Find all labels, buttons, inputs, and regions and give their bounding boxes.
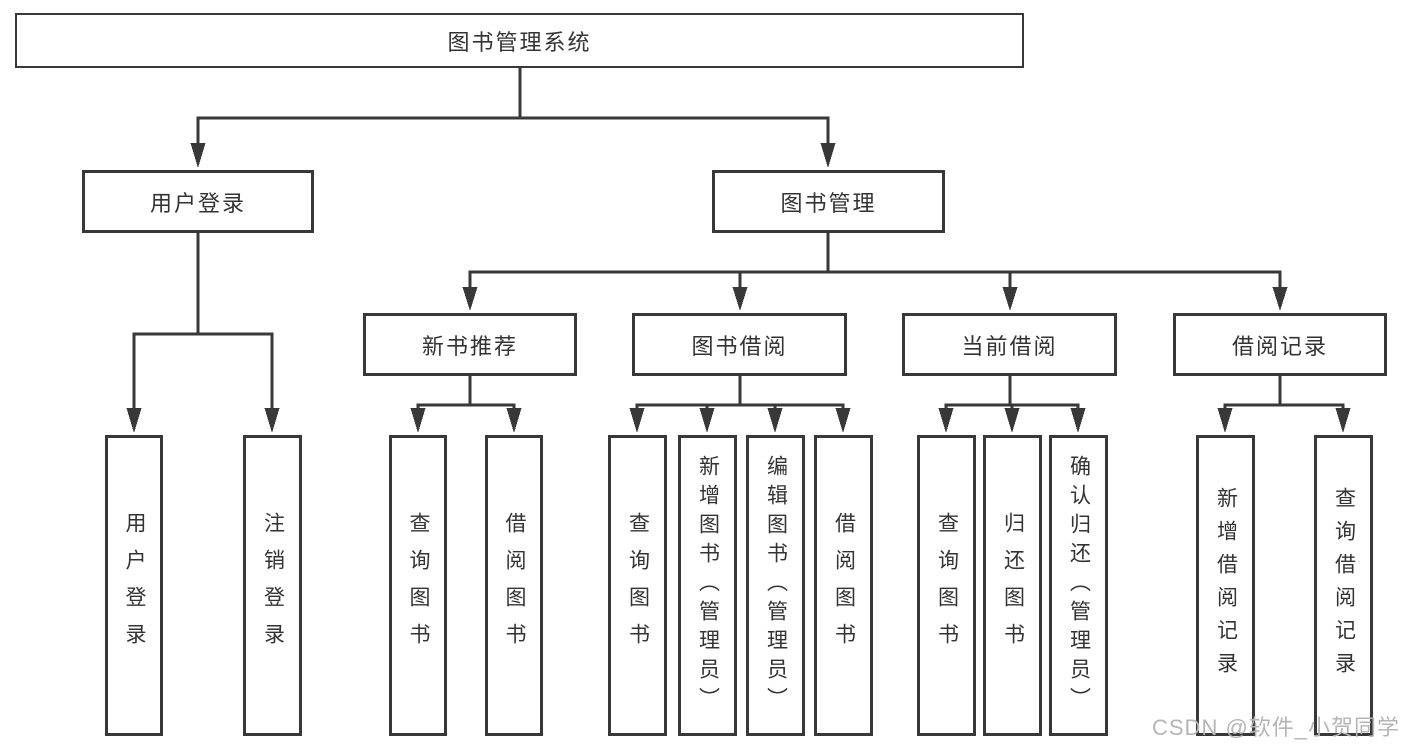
leaf-confirm-return-admin: 确认归还（管理员） <box>1049 435 1108 736</box>
leaf-borrow-books-recommend: 借阅图书 <box>485 435 543 736</box>
leaf-add-borrow-record: 新增借阅记录 <box>1196 435 1255 736</box>
leaf-query-books-recommend: 查询图书 <box>389 435 447 736</box>
node-current-borrowing: 当前借阅 <box>902 313 1117 376</box>
leaf-borrow-books-borrowing: 借阅图书 <box>814 435 873 736</box>
node-book-management: 图书管理 <box>712 170 945 233</box>
leaf-user-login: 用户登录 <box>105 435 163 736</box>
node-new-book-recommendation: 新书推荐 <box>363 313 577 376</box>
arrowheads <box>126 143 1351 433</box>
node-borrowing-records: 借阅记录 <box>1173 313 1387 376</box>
node-user-login: 用户登录 <box>82 170 314 233</box>
watermark-text: CSDN @软件_小贺同学 <box>1152 715 1401 740</box>
leaf-return-books: 归还图书 <box>983 435 1042 736</box>
leaf-query-books-borrowing: 查询图书 <box>608 435 667 736</box>
node-book-borrowing: 图书借阅 <box>632 313 847 376</box>
node-library-system: 图书管理系统 <box>15 13 1024 68</box>
leaf-logout: 注销登录 <box>243 435 302 736</box>
leaf-query-borrow-record: 查询借阅记录 <box>1314 435 1373 736</box>
leaf-query-books-current: 查询图书 <box>917 435 976 736</box>
leaf-add-books-admin: 新增图书（管理员） <box>678 435 737 736</box>
leaf-edit-books-admin: 编辑图书（管理员） <box>746 435 805 736</box>
